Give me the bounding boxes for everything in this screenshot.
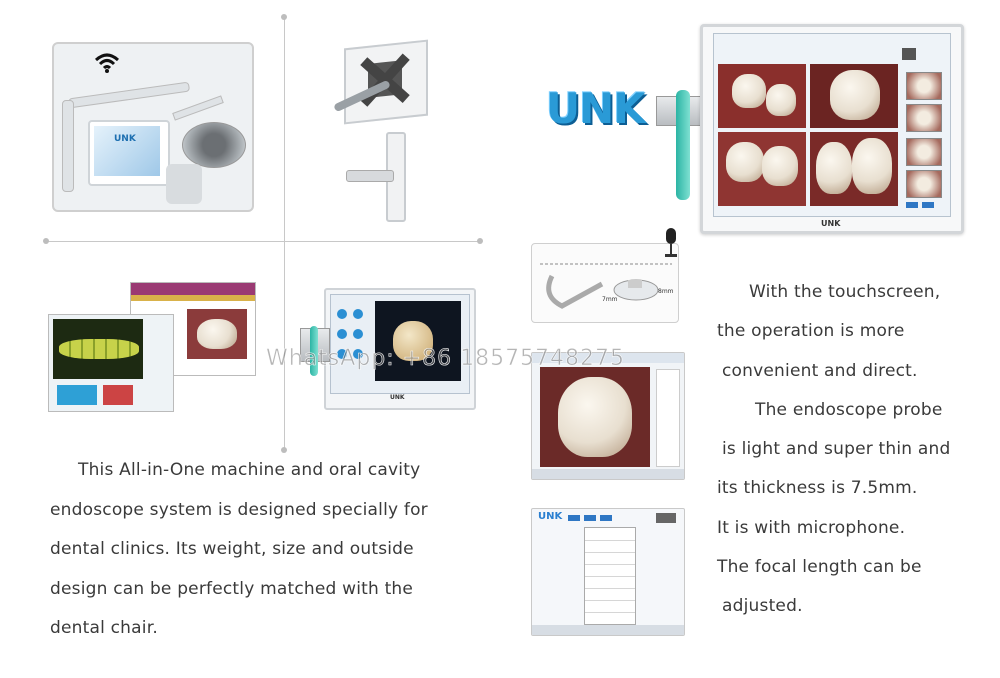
record-list-logo: UNK [538,511,563,522]
right-description-line-2: the operation is more [717,321,905,342]
software-monitor-brand: UNK [390,394,405,401]
divider-vertical [284,18,285,450]
divider-dot-top [281,14,287,20]
chair-monitor-logo: UNK [114,134,136,144]
left-description-line-5: dental chair. [50,618,158,638]
wifi-icon [94,52,120,74]
probe-width-label: 7mm [602,296,618,303]
record-list-screen: UNK [531,508,685,636]
divider-horizontal [46,241,481,242]
right-description-line-6: its thickness is 7.5mm. [717,478,918,499]
right-description-line-7: It is with microphone. [717,517,906,538]
right-description-line-5: is light and super thin and [722,439,951,460]
probe-diagram: 7mm 8mm [531,243,679,323]
probe-height-label: 8mm [658,288,674,295]
right-description-line-3: convenient and direct. [722,360,918,381]
right-description-line-4: The endoscope probe [755,399,943,420]
divider-dot-bottom [281,447,287,453]
main-monitor: UNK [700,24,964,234]
right-description-line-9: adjusted. [722,596,803,617]
software-screen-front [48,314,174,412]
divider-dot-left [43,238,49,244]
right-description-line-1: With the touchscreen, [749,282,941,302]
dental-chair-photo: UNK [52,42,254,212]
tooth-analysis-screen [531,352,685,480]
left-description-line-2: endoscope system is designed specially f… [50,499,428,520]
chair-monitor: UNK [88,120,170,186]
left-description-line-1: This All-in-One machine and oral cavity [78,460,421,480]
main-monitor-brand: UNK [821,219,841,228]
unk-logo: UNK [546,84,646,133]
right-description-line-8: The focal length can be [717,557,922,578]
left-description-line-4: design can be perfectly matched with the [50,578,414,599]
left-description-line-3: dental clinics. Its weight, size and out… [50,539,414,559]
endoscope-probe-holder [676,90,690,200]
divider-dot-right [477,238,483,244]
whatsapp-watermark: WhatsApp: +86 18575748275 [266,346,626,372]
microphone-icon [664,228,678,260]
dental-lamp [182,122,246,168]
left-description: This All-in-One machine and oral cavity … [50,451,480,649]
right-description: With the touchscreen, the operation is m… [717,273,987,627]
software-monitor: UNK [324,288,476,410]
